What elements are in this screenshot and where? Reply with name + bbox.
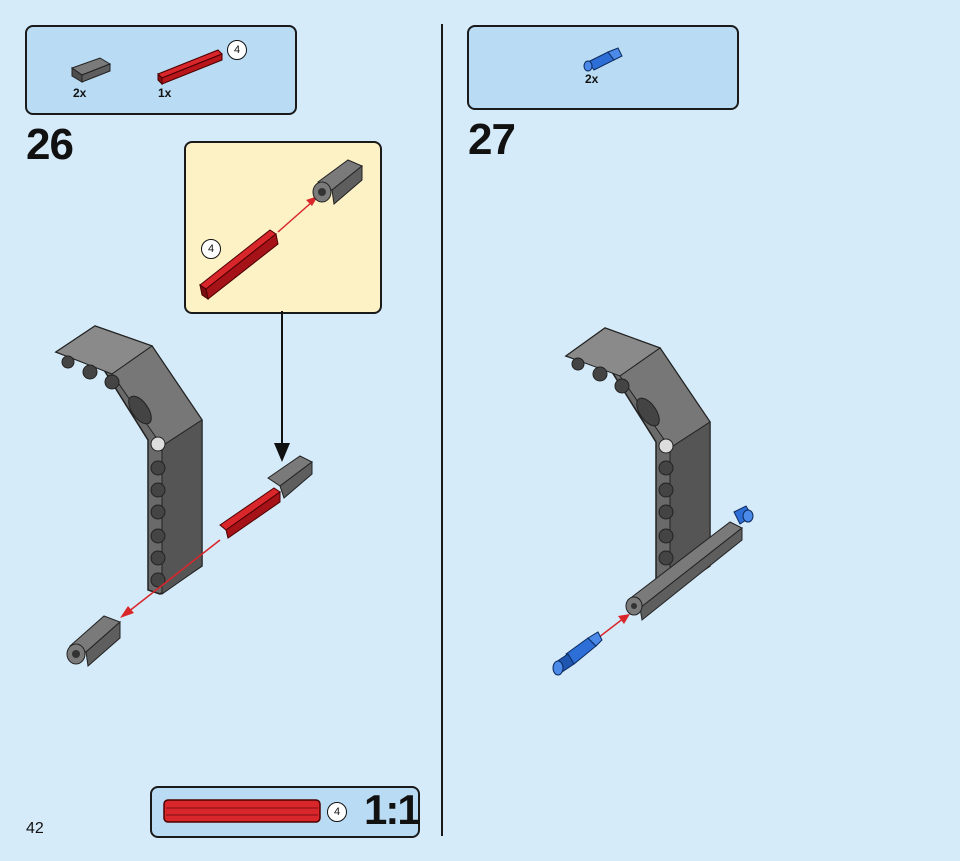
step27-number: 27 xyxy=(468,115,516,164)
step26-part2-qty: 1x xyxy=(158,86,172,100)
step26-bent-beam xyxy=(54,325,203,595)
step27-parts-callout xyxy=(467,25,739,110)
red-axle-part-icon xyxy=(157,49,223,86)
step27-blue-pin-installed xyxy=(733,505,754,525)
subassembly-length: 4 xyxy=(201,239,221,259)
gray-connector-part-icon xyxy=(70,57,112,83)
step26-red-arrow xyxy=(127,539,221,613)
blue-pin-part-icon xyxy=(583,47,623,72)
subassembly-gray-connector xyxy=(312,159,363,205)
step-divider xyxy=(441,24,443,836)
step26-parts-callout xyxy=(25,25,297,115)
step26-gray-connector xyxy=(267,455,313,499)
scale-length: 4 xyxy=(327,802,347,822)
step26-part2-length: 4 xyxy=(227,40,247,60)
scale-red-axle xyxy=(163,799,321,823)
scale-label: 1:1 xyxy=(364,786,421,833)
step26-number: 26 xyxy=(26,120,74,169)
subassembly-arrow xyxy=(277,201,313,233)
placement-arrowhead xyxy=(274,443,290,462)
step27-blue-pin-loose xyxy=(552,631,603,676)
step27-red-arrowhead xyxy=(618,614,630,624)
step27-axle-assembly xyxy=(625,521,743,621)
step26-part1-qty: 2x xyxy=(73,86,87,100)
subassembly-red-axle xyxy=(199,229,279,301)
page-number: 42 xyxy=(26,820,44,837)
step26-red-arrowhead xyxy=(120,606,134,618)
step26-loose-connector xyxy=(66,615,121,667)
step27-part1-qty: 2x xyxy=(585,72,599,86)
step26-red-axle xyxy=(219,487,281,539)
